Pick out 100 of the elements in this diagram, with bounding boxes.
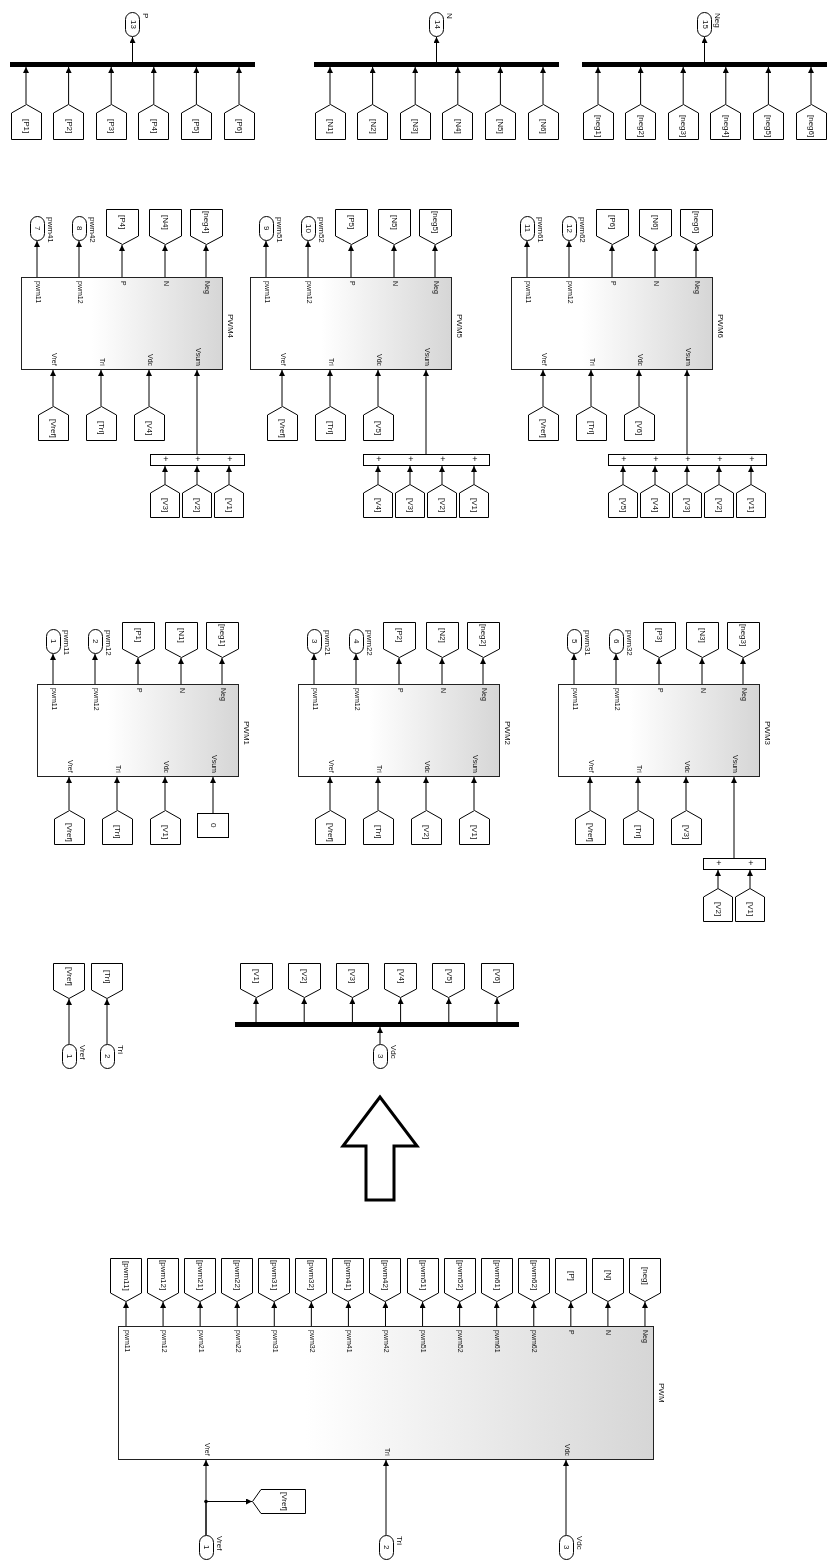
- block-name: PWM2: [503, 720, 511, 745]
- port-terminal: [45, 629, 61, 654]
- tag-label: [P1]: [134, 628, 142, 643]
- goto-tag: [480, 963, 514, 998]
- from-tag: [752, 104, 784, 140]
- signal-arrow: [683, 776, 689, 811]
- tag-label: [pwm12]: [159, 1260, 168, 1291]
- tag-label: [Tri]: [103, 969, 111, 984]
- goto-tag: [258, 1258, 291, 1302]
- port-name: Tri: [115, 1045, 124, 1055]
- tag-label: [V2]: [193, 498, 201, 513]
- port-terminal: [429, 12, 444, 37]
- goto-tag: [148, 209, 182, 245]
- bus-bar: [314, 62, 559, 67]
- signal-arrow: [609, 244, 615, 278]
- port-terminal: [29, 216, 45, 241]
- signal-arrow: [345, 1301, 352, 1327]
- block-name: PWM6: [716, 313, 724, 338]
- goto-tag: [377, 209, 411, 245]
- tag-label: [Tri]: [587, 421, 595, 435]
- signal-arrow: [642, 1301, 648, 1327]
- goto-tag: [406, 1258, 439, 1302]
- from-tag: [314, 104, 346, 140]
- tag-label: [Vref]: [49, 418, 57, 438]
- signal-arrow: [765, 66, 772, 105]
- port-name: pwm22: [364, 630, 373, 656]
- signal-arrow: [311, 653, 317, 685]
- from-tag: [362, 810, 394, 845]
- signal-arrow: [279, 369, 285, 407]
- signal-arrow: [114, 776, 120, 811]
- tag-label: [P4]: [149, 119, 158, 134]
- goto-tag: [105, 209, 139, 245]
- tag-label: [N5]: [390, 215, 398, 230]
- signal-arrow: [396, 657, 402, 685]
- port-terminal: [566, 629, 582, 654]
- signal-arrow: [563, 1459, 569, 1536]
- signal-arrow: [540, 369, 546, 407]
- port-number: 1: [65, 1054, 73, 1059]
- goto-tag: [121, 622, 155, 658]
- port-name: Neg: [713, 13, 721, 28]
- tag-label: [Vref]: [278, 418, 286, 438]
- constant-value: 0: [209, 823, 217, 828]
- from-tag: [395, 484, 425, 518]
- from-tag: [53, 810, 85, 845]
- from-tag: [527, 406, 559, 441]
- port-number: 14: [432, 20, 441, 29]
- block-name: PWM3: [763, 720, 771, 745]
- signal-arrow: [375, 776, 381, 811]
- tag-label: [V4]: [145, 420, 153, 436]
- tag-label: [Tri]: [634, 825, 642, 839]
- from-tag: [459, 484, 489, 518]
- block-name: PWM4: [226, 313, 234, 338]
- from-tag: [575, 406, 607, 441]
- signal-arrow: [699, 657, 705, 685]
- sum-block: [702, 858, 766, 870]
- signal-arrow: [123, 1301, 129, 1327]
- goto-tag: [425, 622, 459, 658]
- from-tag: [133, 406, 165, 441]
- signal-arrow: [456, 1301, 463, 1327]
- signal-arrow: [193, 66, 200, 105]
- signal-arrow: [34, 240, 40, 278]
- signal-arrow: [439, 657, 445, 685]
- goto-tag: [252, 1489, 306, 1514]
- tag-label: [Vref]: [279, 1492, 288, 1511]
- signal-arrow: [715, 869, 721, 889]
- tag-label: [pwm52]: [455, 1260, 464, 1291]
- from-tag: [149, 810, 181, 845]
- sign-label: +: [749, 455, 755, 464]
- subsystem-block: [298, 684, 500, 777]
- signal-arrow: [104, 998, 110, 1045]
- tag-label: [neg6]: [692, 211, 700, 234]
- block-name: PWM: [657, 1383, 665, 1403]
- tag-label: [V5]: [444, 968, 453, 984]
- port-name: Vref: [77, 1045, 86, 1060]
- goto-tag: [221, 1258, 254, 1302]
- port-terminal: [608, 629, 624, 654]
- port-number: 5: [570, 639, 578, 644]
- tag-label: [neg3]: [679, 115, 688, 138]
- signal-arrow: [412, 66, 419, 105]
- signal-arrow: [571, 653, 577, 685]
- signal-arrow: [146, 369, 152, 407]
- from-tag: [582, 104, 614, 140]
- port-name: Vdc: [388, 1045, 397, 1059]
- from-tag: [527, 104, 559, 140]
- tag-label: [Vref]: [586, 822, 594, 842]
- sign-label: +: [195, 455, 201, 464]
- goto-tag: [554, 1258, 587, 1302]
- tag-label: [N3]: [411, 119, 420, 134]
- tag-label: [V3]: [161, 498, 169, 513]
- goto-tag: [110, 1258, 142, 1302]
- tag-label: [P1]: [22, 119, 30, 134]
- signal-arrow: [656, 657, 662, 685]
- port-name: N: [445, 13, 453, 19]
- port-number: 13: [128, 20, 137, 29]
- block-name: PWM5: [455, 313, 463, 338]
- tag-label: [V1]: [746, 902, 754, 917]
- signal-arrow: [129, 36, 136, 63]
- tag-label: [V4]: [374, 498, 382, 513]
- port-terminal: [306, 629, 322, 654]
- bus-bar: [582, 62, 827, 67]
